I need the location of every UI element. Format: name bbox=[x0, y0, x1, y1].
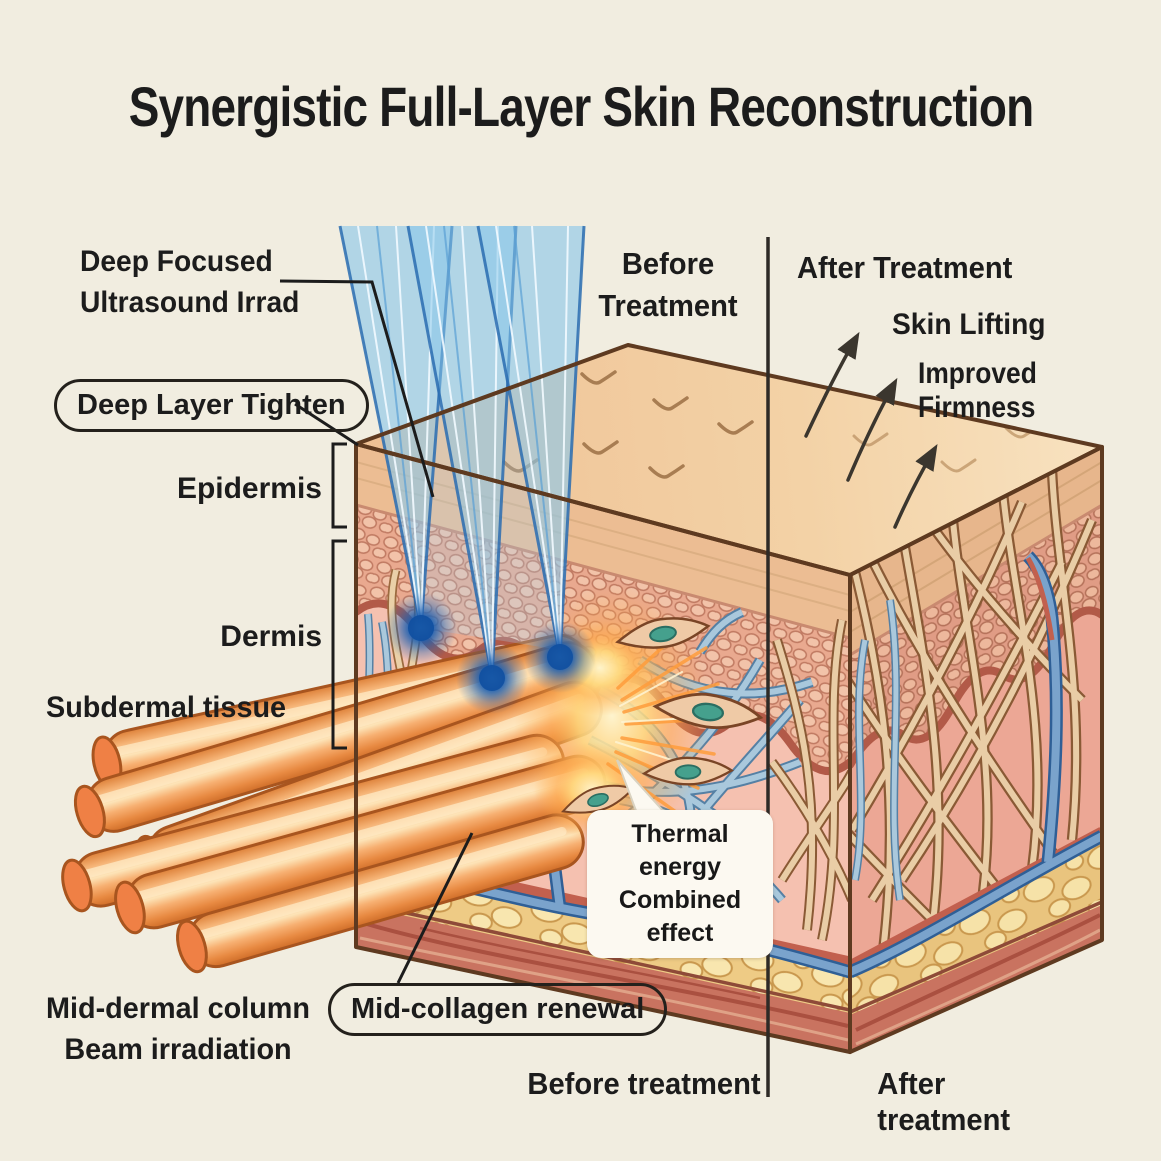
fibroblast-cell bbox=[613, 609, 712, 657]
pointer-mid-collagen bbox=[396, 832, 474, 984]
fibroblast-cell bbox=[652, 687, 764, 734]
annotation-lines bbox=[279, 279, 474, 984]
label-epidermis: Epidermis bbox=[176, 472, 322, 505]
focal-point-glows bbox=[385, 592, 596, 714]
vessel-right bbox=[850, 556, 1102, 972]
fibroblast-cell bbox=[642, 754, 734, 788]
pointer-deep-layer-tighten bbox=[294, 402, 359, 447]
callout-thermal-energy: Thermal energy Combined effect bbox=[587, 810, 773, 958]
bracket-epidermis bbox=[331, 442, 347, 529]
label-improved-firmness: Improved Firmness bbox=[918, 357, 1037, 424]
pointer-deep-focused bbox=[279, 279, 435, 498]
label-after-treatment-top: After Treatment bbox=[797, 250, 1013, 285]
label-before-treatment-top: Before Treatment bbox=[598, 246, 738, 323]
label-dermis: Dermis bbox=[220, 620, 322, 653]
block-outline bbox=[354, 343, 1104, 1054]
label-deep-focused-ultrasound: Deep Focused Ultrasound Irrad bbox=[80, 245, 300, 319]
lift-arrow bbox=[804, 331, 860, 438]
fibroblast-cell bbox=[558, 776, 638, 823]
bracket-dermis bbox=[331, 539, 347, 750]
label-subdermal-tissue: Subdermal tissue bbox=[46, 691, 287, 724]
muscle-layer-right bbox=[850, 905, 1102, 1052]
fat-layer-right bbox=[850, 840, 1102, 1018]
ultrasound-beams bbox=[338, 225, 596, 714]
callout-mid-collagen-renewal: Mid-collagen renewal bbox=[328, 983, 668, 1036]
column-tube bbox=[176, 813, 585, 974]
mid-dermal-columns bbox=[61, 633, 607, 974]
callout-deep-layer-tighten: Deep Layer Tighten bbox=[54, 379, 369, 432]
lift-arrow bbox=[893, 443, 938, 529]
label-before-treatment-bottom: Before treatment bbox=[527, 1066, 761, 1101]
lift-arrow bbox=[846, 377, 898, 482]
label-mid-dermal-column: Mid-dermal column Beam irradiation bbox=[45, 992, 311, 1066]
skin-block-right-face bbox=[850, 447, 1102, 1052]
label-skin-lifting: Skin Lifting bbox=[892, 308, 1046, 341]
page-title: Synergistic Full-Layer Skin Reconstructi… bbox=[128, 75, 1033, 138]
label-after-treatment-bottom: After treatment bbox=[877, 1066, 1011, 1137]
ultrasound-beam bbox=[476, 225, 586, 658]
column-tube bbox=[114, 754, 607, 935]
lift-arrows bbox=[804, 331, 938, 529]
